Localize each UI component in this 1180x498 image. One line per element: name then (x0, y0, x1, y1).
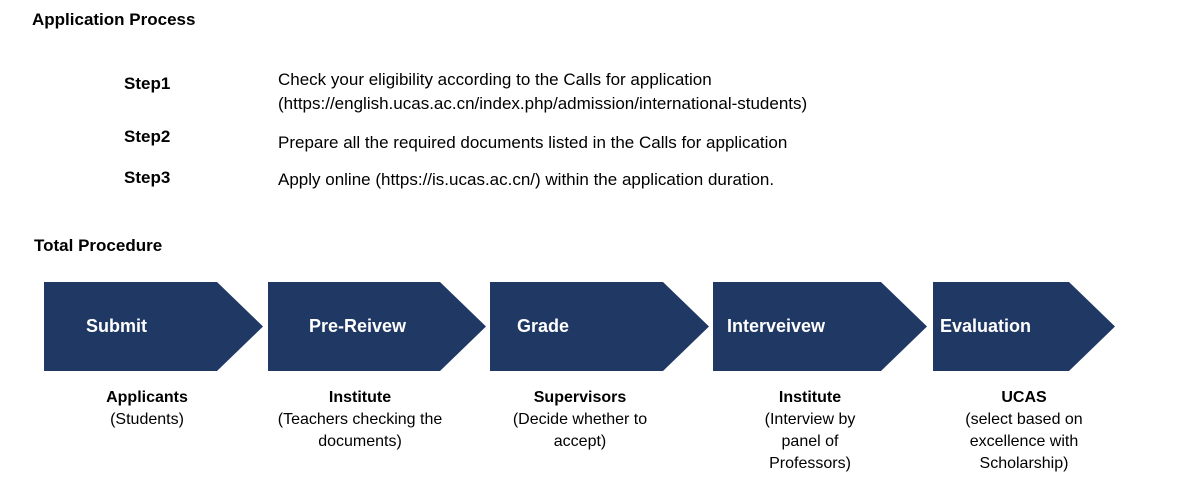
stage-caption-submit-title: Applicants (106, 389, 188, 406)
stage-caption-submit: Applicants (Students) (47, 387, 247, 431)
stage-caption-interview-line: Professors) (769, 455, 851, 472)
stage-caption-evaluation-line: excellence with (969, 433, 1079, 450)
stage-arrow-pre-review: Pre-Reivew (268, 282, 486, 371)
step2-description: Prepare all the required documents liste… (278, 133, 788, 152)
application-process-title: Application Process (32, 10, 196, 29)
step1-description-line1: Check your eligibility according to the … (278, 70, 712, 89)
stage-arrow-evaluation-label: Evaluation (940, 316, 1032, 336)
stage-caption-grade-line: (Decide whether to (512, 411, 648, 428)
step1-description: Check your eligibility according to the … (278, 68, 807, 116)
stage-caption-pre-review-title: Institute (328, 389, 392, 406)
stage-caption-grade: Supervisors (Decide whether to accept) (478, 387, 682, 453)
stage-arrow-interview: Interveivew (713, 282, 927, 371)
stage-caption-evaluation: UCAS (select based on excellence with Sc… (930, 387, 1118, 475)
stage-caption-grade-line: accept) (553, 433, 607, 450)
stage-caption-interview: Institute (Interview by panel of Profess… (730, 387, 890, 475)
stage-caption-submit-line: (Students) (110, 411, 184, 428)
step3-label: Step3 (124, 168, 171, 187)
step2-label: Step2 (124, 127, 171, 146)
stage-caption-grade-title: Supervisors (533, 389, 627, 406)
step1-description-line2: (https://english.ucas.ac.cn/index.php/ad… (278, 94, 808, 113)
stage-caption-pre-review-line: documents) (318, 433, 402, 450)
total-procedure-title: Total Procedure (34, 236, 163, 255)
step3-description: Apply online (https://is.ucas.ac.cn/) wi… (278, 170, 775, 189)
stage-arrow-grade: Grade (490, 282, 709, 371)
step1-label: Step1 (124, 74, 171, 93)
stage-arrow-grade-label: Grade (517, 316, 570, 336)
stage-arrow-submit: Submit (44, 282, 263, 371)
stage-arrow-submit-label: Submit (86, 316, 147, 336)
stage-caption-pre-review-line: (Teachers checking the (277, 411, 443, 428)
stage-caption-evaluation-line: Scholarship) (979, 455, 1069, 472)
stage-arrow-interview-label: Interveivew (727, 316, 826, 336)
stage-arrow-evaluation: Evaluation (933, 282, 1115, 371)
stage-caption-interview-line: panel of (781, 433, 839, 450)
stage-caption-pre-review: Institute (Teachers checking the documen… (238, 387, 482, 453)
stage-caption-evaluation-title: UCAS (1001, 389, 1047, 406)
stage-caption-interview-title: Institute (778, 389, 842, 406)
stage-caption-evaluation-line: (select based on (965, 411, 1083, 428)
stage-caption-interview-line: (Interview by (764, 411, 856, 428)
stage-arrow-pre-review-label: Pre-Reivew (309, 316, 407, 336)
